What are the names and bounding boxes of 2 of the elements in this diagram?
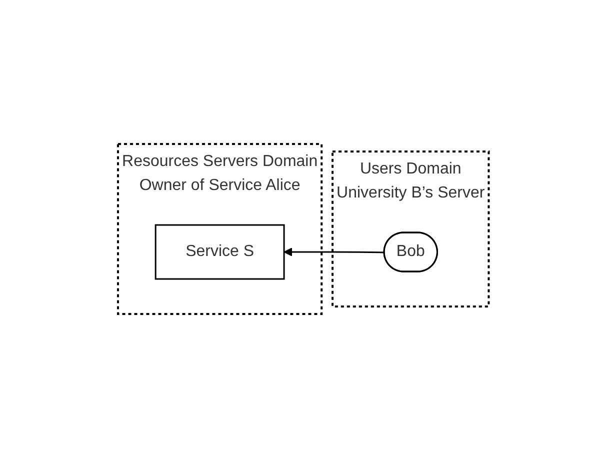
arrow bbox=[284, 248, 385, 256]
node-box: Service S bbox=[154, 224, 285, 280]
